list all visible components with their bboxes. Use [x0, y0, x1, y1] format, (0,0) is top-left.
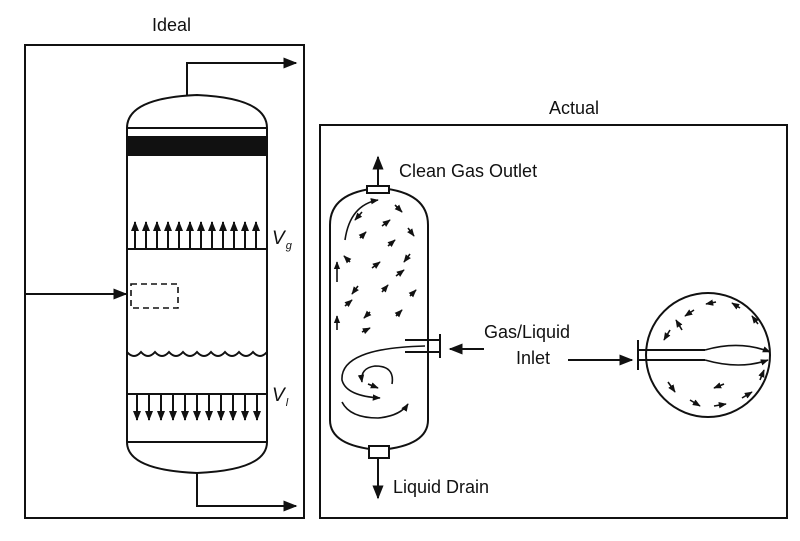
actual-panel-frame	[319, 124, 788, 519]
actual-panel-title: Actual	[549, 98, 600, 118]
end-view-swirl-arrows	[663, 299, 771, 409]
vapor-velocity-subscript: g	[285, 240, 292, 252]
ideal-panel-title: Ideal	[152, 15, 192, 35]
liquid-velocity-symbol: V	[272, 385, 285, 406]
inlet-diverter	[130, 283, 179, 309]
liquid-level-line	[126, 350, 268, 357]
liquid-flow-arrows	[127, 393, 267, 421]
mist-extractor-pad	[127, 136, 267, 156]
liquid-swirl-arrows	[341, 345, 426, 419]
liquid-velocity-subscript: l	[285, 397, 289, 409]
ideal-panel-frame	[24, 44, 305, 519]
liquid-velocity-label: Vl	[272, 385, 288, 409]
gas-liquid-inlet-label-line1: Gas/Liquid	[484, 322, 571, 342]
ideal-vessel	[126, 57, 298, 512]
vapor-flow-arrows	[127, 221, 267, 250]
vapor-velocity-label: Vg	[272, 228, 292, 252]
clean-gas-outlet-label: Clean Gas Outlet	[399, 161, 538, 181]
gas-swirl-arrows	[333, 198, 417, 335]
liquid-drain-label: Liquid Drain	[393, 477, 490, 497]
vapor-velocity-symbol: V	[272, 228, 285, 249]
actual-vessel-end-view	[637, 292, 771, 418]
gas-liquid-inlet-label-line2: Inlet	[516, 348, 551, 368]
